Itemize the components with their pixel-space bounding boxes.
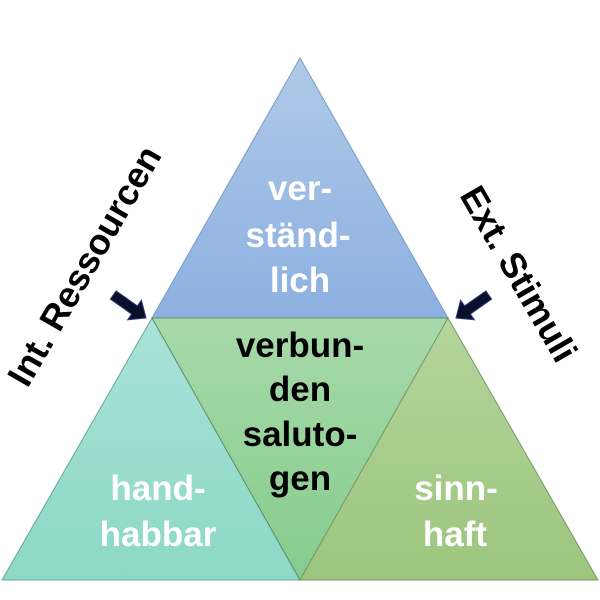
left-label-line-1: hand-	[110, 469, 205, 508]
ext-stimuli-label: Ext. Stimuli	[452, 179, 586, 369]
right-label-line-2: haft	[423, 515, 488, 554]
center-label-line-3: saluto-	[243, 415, 358, 454]
right-arrow-icon	[455, 290, 493, 321]
right-label-line-1: sinn-	[414, 469, 498, 508]
center-label-line-4: gen	[269, 459, 331, 498]
left-label-line-2: habbar	[100, 515, 217, 554]
center-label-line-2: den	[269, 370, 331, 409]
center-label-line-1: verbun-	[236, 326, 364, 365]
left-arrow-icon	[109, 290, 147, 321]
top-label-line-1: ver-	[268, 169, 332, 208]
top-label-line-3: lich	[270, 261, 330, 300]
top-label-line-2: ständ-	[246, 216, 351, 255]
right-triangle	[299, 316, 599, 581]
